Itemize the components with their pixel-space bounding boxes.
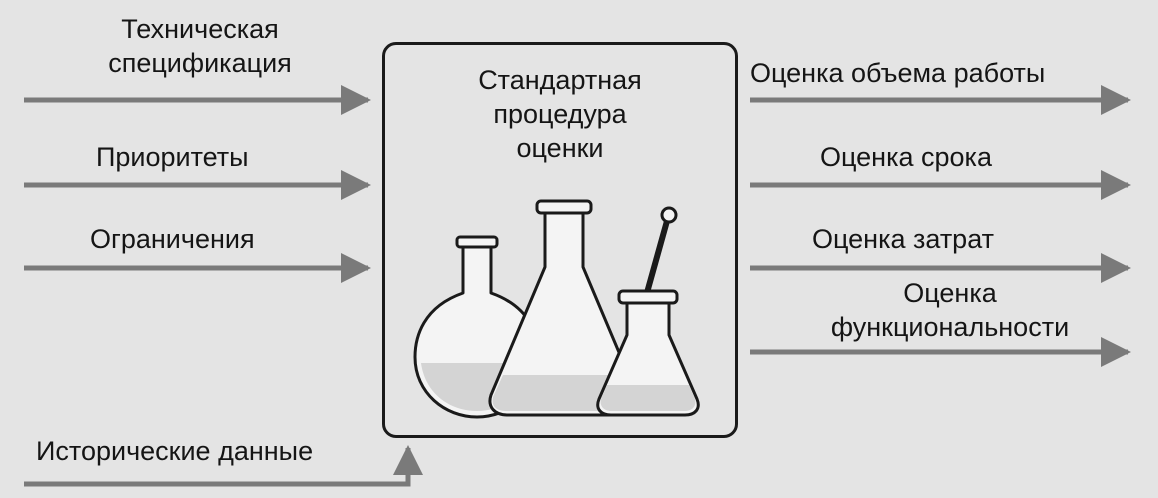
output-label-workload: Оценка объема работы (750, 56, 1045, 90)
input-label-priorities: Приоритеты (96, 140, 249, 174)
input-label-line: спецификация (108, 48, 292, 78)
procedure-title: Стандартная процедура оценки (385, 63, 735, 165)
historical-arrow (24, 445, 423, 487)
output-label-functionality: Оценка функциональности (800, 276, 1100, 344)
output-label-line: Оценка объема работы (750, 58, 1046, 88)
input-label-line: Приоритеты (96, 142, 249, 172)
input-arrows (24, 85, 371, 283)
input-label-line: Ограничения (90, 224, 255, 254)
conical-flask-with-stirring-rod-icon (596, 206, 700, 417)
procedure-title-line: оценки (516, 133, 604, 163)
output-label-line: Оценка (903, 278, 997, 308)
input-label-line: Техническая (121, 14, 279, 44)
output-label-line: Оценка затрат (812, 224, 994, 254)
input-label-technical-spec: Техническая спецификация (80, 12, 320, 80)
flasks-illustration (413, 199, 700, 419)
input-label-historical-data: Исторические данные (36, 436, 314, 466)
input-label-constraints: Ограничения (90, 222, 255, 256)
arrow-historical-to-procedure (24, 445, 423, 487)
output-label-line: функциональности (830, 312, 1070, 342)
output-arrows (750, 85, 1131, 367)
procedure-title-line: Стандартная (478, 65, 642, 95)
output-label-cost: Оценка затрат (812, 222, 994, 256)
procedure-title-line: процедура (493, 99, 627, 129)
procedure-box: Стандартная процедура оценки (382, 42, 738, 438)
output-label-line: Оценка срока (820, 142, 992, 172)
output-label-schedule: Оценка срока (820, 140, 992, 174)
